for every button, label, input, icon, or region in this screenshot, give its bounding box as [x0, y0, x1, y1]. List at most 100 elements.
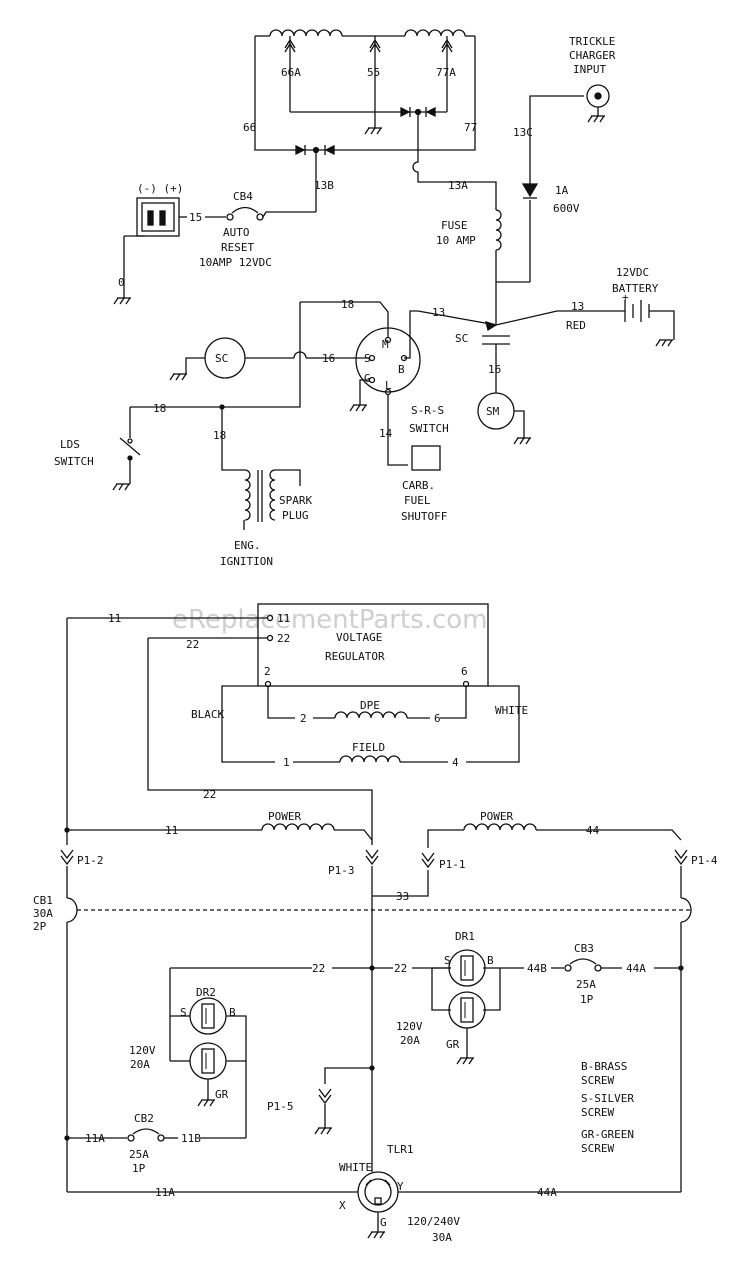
wire-66-label: 66 [243, 121, 256, 134]
wire-77-label: 77 [464, 121, 477, 134]
power-label-2: POWER [480, 810, 513, 823]
legend-2: SCREW [581, 1074, 614, 1087]
srs-b: B [398, 363, 405, 376]
dpe-terminal-6: 6 [434, 712, 441, 725]
dr1-voltage: 120V [396, 1020, 423, 1033]
tlr-y: Y [397, 1180, 404, 1193]
lds-label-1: LDS [60, 438, 80, 451]
duplex-receptacle-dr1 [169, 949, 684, 1065]
white-label: WHITE [495, 704, 528, 717]
legend-3: S-SILVER [581, 1092, 634, 1105]
carb-label-1: CARB. [402, 479, 435, 492]
field-label: FIELD [352, 741, 385, 754]
sc-motor-label: SC [215, 352, 228, 365]
dr1-gr: GR [446, 1038, 460, 1051]
field-terminal-1: 1 [283, 756, 290, 769]
wire-22-mid-label: 22 [203, 788, 216, 801]
wire-18-top-label: 18 [341, 298, 354, 311]
wire-18-lds-label: 18 [153, 402, 166, 415]
lds-label-2: SWITCH [54, 455, 94, 468]
dr2-amps: 20A [130, 1058, 150, 1071]
dr2-s: S [180, 1006, 187, 1019]
polarity-label: (-) (+) [137, 182, 183, 195]
cb4-reset: RESET [221, 241, 254, 254]
trickle-label-2: CHARGER [569, 49, 616, 62]
carb-label-3: SHUTOFF [401, 510, 447, 523]
dr1-label: DR1 [455, 930, 475, 943]
battery-label-2: BATTERY [612, 282, 659, 295]
wire-44a-label: 44A [626, 962, 646, 975]
srs-switch [300, 301, 441, 471]
dr2-label: DR2 [196, 986, 216, 999]
wire-15-label: 15 [189, 211, 202, 224]
wire-44a-bottom-label: 44A [537, 1186, 557, 1199]
wire-66a-label: 66A [281, 66, 301, 79]
wire-11b-label: 11B [181, 1132, 201, 1145]
wire-18-ign-label: 18 [213, 429, 226, 442]
wire-22-b-label: 22 [394, 962, 407, 975]
legend-1: B-BRASS [581, 1060, 627, 1073]
srs-m: M [382, 338, 389, 351]
power-label-1: POWER [268, 810, 301, 823]
cb1-label: CB1 [33, 894, 53, 907]
ignition-label-2: IGNITION [220, 555, 273, 568]
wire-22-top-label: 22 [186, 638, 199, 651]
reg-terminal-2: 2 [264, 665, 271, 678]
black-label: BLACK [191, 708, 224, 721]
reg-terminal-6: 6 [461, 665, 468, 678]
cb2-label: CB2 [134, 1112, 154, 1125]
p1-3-label: P1-3 [328, 864, 355, 877]
dr1-amps: 20A [400, 1034, 420, 1047]
wire-55-label: 55 [367, 66, 380, 79]
diode-rating: 600V [553, 202, 580, 215]
spark-label-2: PLUG [282, 509, 309, 522]
wire-77a-label: 77A [436, 66, 456, 79]
field-terminal-4: 4 [452, 756, 459, 769]
dr1-s: S [444, 954, 451, 967]
legend-4: SCREW [581, 1106, 614, 1119]
duplex-receptacle-dr2 [64, 997, 247, 1142]
cb2-poles: 1P [132, 1162, 146, 1175]
dc-receptacle [113, 197, 267, 305]
p1-2-label: P1-2 [77, 854, 104, 867]
cb4-rating: 10AMP 12VDC [199, 256, 272, 269]
p1-4-label: P1-4 [691, 854, 718, 867]
cb3-label: CB3 [574, 942, 594, 955]
fuse-rating: 10 AMP [436, 234, 476, 247]
spark-label-1: SPARK [279, 494, 312, 507]
dr2-gr: GR [215, 1088, 229, 1101]
srs-label-1: S-R-S [411, 404, 444, 417]
wire-0-label: 0 [118, 276, 125, 289]
reg-title-2: REGULATOR [325, 650, 385, 663]
starter-motor-label: SM [486, 405, 500, 418]
stator-windings [254, 29, 476, 156]
dpe-terminal-2: 2 [300, 712, 307, 725]
cb3-poles: 1P [580, 993, 594, 1006]
ignition-circuit [112, 302, 320, 530]
dc-wiring [266, 84, 610, 325]
cb4-auto: AUTO [223, 226, 250, 239]
wire-33-label: 33 [396, 890, 409, 903]
wire-13-label: 13 [432, 306, 445, 319]
twist-lock-receptacle-tlr1 [357, 1171, 399, 1239]
dr1-b: B [487, 954, 494, 967]
cb1-poles: 2P [33, 920, 47, 933]
tlr-x: X [339, 1199, 346, 1212]
fuse-label: FUSE [441, 219, 468, 232]
tlr-g: G [380, 1216, 387, 1229]
svg-text:+: + [622, 291, 629, 304]
red-label: RED [566, 319, 586, 332]
legend-5: GR-GREEN [581, 1128, 634, 1141]
trickle-label-1: TRICKLE [569, 35, 615, 48]
wire-16-motor-label: 16 [488, 363, 501, 376]
p1-5-label: P1-5 [267, 1100, 294, 1113]
wire-14-label: 14 [379, 427, 393, 440]
voltage-regulator [221, 603, 520, 763]
dpe-label: DPE [360, 699, 380, 712]
output-wiring [60, 617, 692, 1193]
reg-terminal-22: 22 [277, 632, 290, 645]
diode-1a-label: 1A [555, 184, 569, 197]
srs-label-2: SWITCH [409, 422, 449, 435]
trickle-label-3: INPUT [573, 63, 606, 76]
